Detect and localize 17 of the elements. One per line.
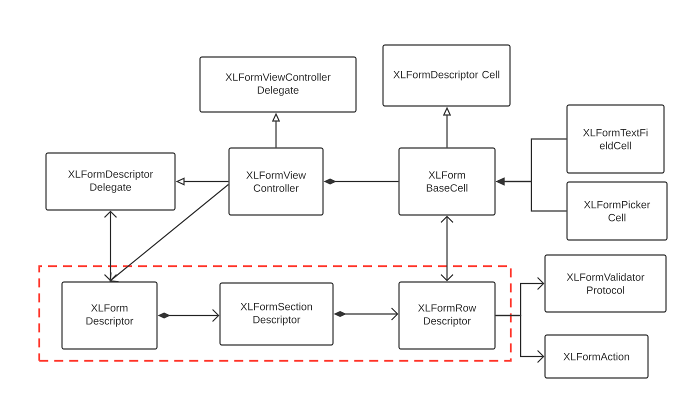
class-box: XLFormPicker Cell — [566, 181, 668, 241]
arrow — [440, 216, 454, 282]
arrow — [110, 184, 229, 282]
class-box: XLForm BaseCell — [398, 147, 496, 216]
class-box: XLFormSection Descriptor — [219, 282, 334, 346]
class-box: XLFormValidator Protocol — [544, 254, 667, 313]
class-box: XLFormView Controller — [228, 147, 324, 216]
dashed-frame — [38, 265, 512, 362]
arrow — [104, 210, 117, 282]
arrow — [496, 314, 544, 363]
class-box: XLFormTextFi eldCell — [566, 104, 665, 174]
class-box: XLFormAction — [544, 334, 649, 379]
class-box: XLFormViewController Delegate — [199, 56, 357, 113]
class-box: XLForm Descriptor — [61, 281, 158, 350]
class-box: XLFormRow Descriptor — [398, 281, 496, 350]
class-box: XLFormDescriptor Cell — [382, 44, 511, 107]
class-box: XLFormDescriptor Delegate — [45, 152, 176, 211]
